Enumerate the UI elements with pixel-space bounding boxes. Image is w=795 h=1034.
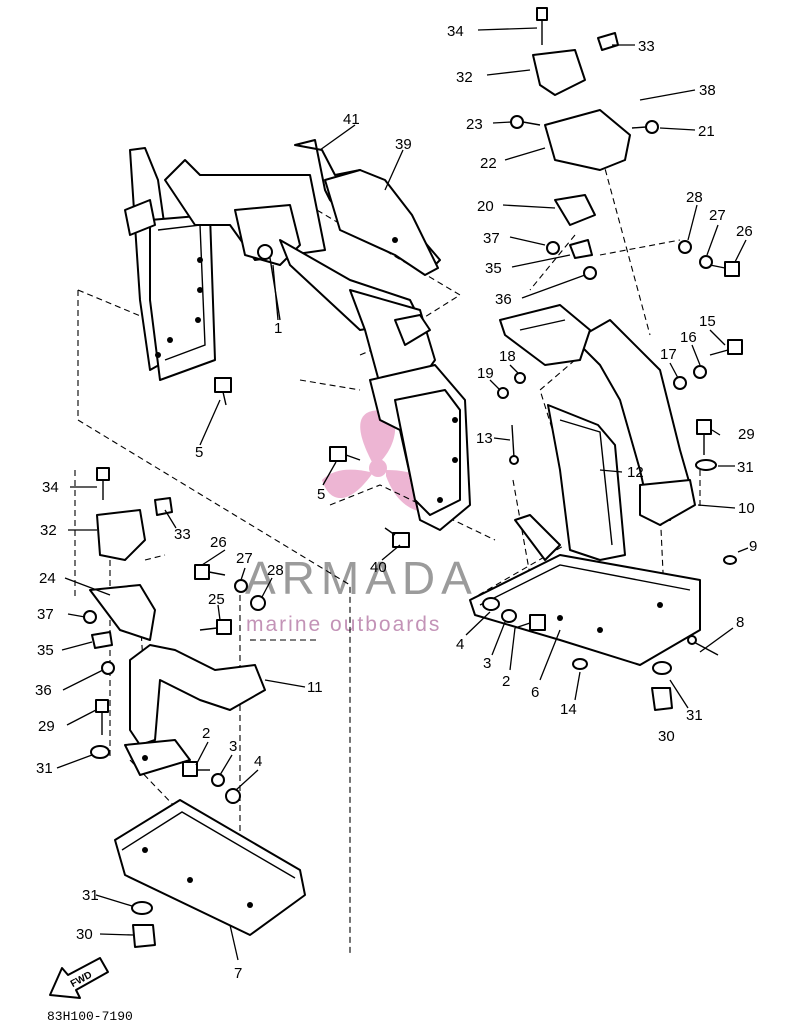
watermark-brand: ARMADA	[245, 552, 478, 604]
callout-11: 11	[307, 679, 323, 696]
callout-31-left-upper: 31	[36, 760, 53, 777]
callout-31-right-upper: 31	[737, 459, 754, 476]
callout-17: 17	[660, 346, 677, 363]
callout-2-left: 2	[202, 725, 210, 742]
callout-31-left-lower: 31	[82, 887, 99, 904]
steering-arm-11	[89, 584, 266, 776]
callout-28-left: 28	[267, 562, 284, 579]
callout-18: 18	[499, 348, 516, 365]
callout-6: 6	[531, 684, 539, 701]
callout-41: 41	[343, 111, 360, 128]
callout-5-center: 5	[317, 486, 325, 503]
diagram-code: 83H100-7190	[47, 1009, 133, 1024]
swivel-bracket	[369, 314, 471, 531]
callout-30-right: 30	[658, 728, 675, 745]
steering-arm-10	[499, 109, 696, 526]
bracket-plate-39	[294, 139, 441, 276]
plate-12	[547, 404, 626, 561]
callout-22: 22	[480, 155, 497, 172]
callouts: 34 33 32 38 23 21 22 20 37 35 36 28 27 2…	[35, 23, 757, 982]
callout-5-left: 5	[195, 444, 203, 461]
callout-36: 36	[495, 291, 512, 308]
callout-32-left: 32	[40, 522, 57, 539]
callout-8: 8	[736, 614, 744, 631]
callout-40: 40	[370, 559, 387, 576]
callout-4-right: 4	[456, 636, 464, 653]
watermark-tagline: marine outboards	[246, 613, 441, 636]
callout-35-left: 35	[37, 642, 54, 659]
callout-3-left: 3	[229, 738, 237, 755]
callout-1: 1	[274, 320, 282, 337]
callout-29-left: 29	[38, 718, 55, 735]
callout-25: 25	[208, 591, 225, 608]
callout-7: 7	[234, 965, 242, 982]
callout-3-right: 3	[483, 655, 491, 672]
callout-9: 9	[749, 538, 757, 555]
hardware	[83, 7, 743, 948]
callout-34-left: 34	[42, 479, 59, 496]
callout-27-left: 27	[236, 550, 253, 567]
callout-30-left: 30	[76, 926, 93, 943]
callout-16: 16	[680, 329, 697, 346]
callout-29-right: 29	[738, 426, 755, 443]
callout-19: 19	[477, 365, 494, 382]
callout-15: 15	[699, 313, 716, 330]
callout-32: 32	[456, 69, 473, 86]
leader-lines	[56, 27, 749, 961]
callout-23: 23	[466, 116, 483, 133]
callout-39: 39	[395, 136, 412, 153]
callout-37-left: 37	[37, 606, 54, 623]
callout-35: 35	[485, 260, 502, 277]
base-plate-6	[469, 514, 701, 666]
callout-28: 28	[686, 189, 703, 206]
callout-34: 34	[447, 23, 464, 40]
callout-36-left: 36	[35, 682, 52, 699]
callout-2-right: 2	[502, 673, 510, 690]
callout-31-right-lower: 31	[686, 707, 703, 724]
callout-27: 27	[709, 207, 726, 224]
callout-33-left: 33	[174, 526, 191, 543]
callout-13: 13	[476, 430, 493, 447]
callout-37: 37	[483, 230, 500, 247]
base-plate-7	[114, 799, 306, 936]
callout-20: 20	[477, 198, 494, 215]
callout-10: 10	[738, 500, 755, 517]
callout-14: 14	[560, 701, 577, 718]
callout-33: 33	[638, 38, 655, 55]
callout-24: 24	[39, 570, 56, 587]
callout-38: 38	[699, 82, 716, 99]
callout-4-left: 4	[254, 753, 262, 770]
fwd-arrow-icon: FWD	[49, 957, 109, 999]
callout-26: 26	[736, 223, 753, 240]
callout-21: 21	[698, 123, 715, 140]
callout-12: 12	[627, 464, 644, 481]
callout-26-left: 26	[210, 534, 227, 551]
